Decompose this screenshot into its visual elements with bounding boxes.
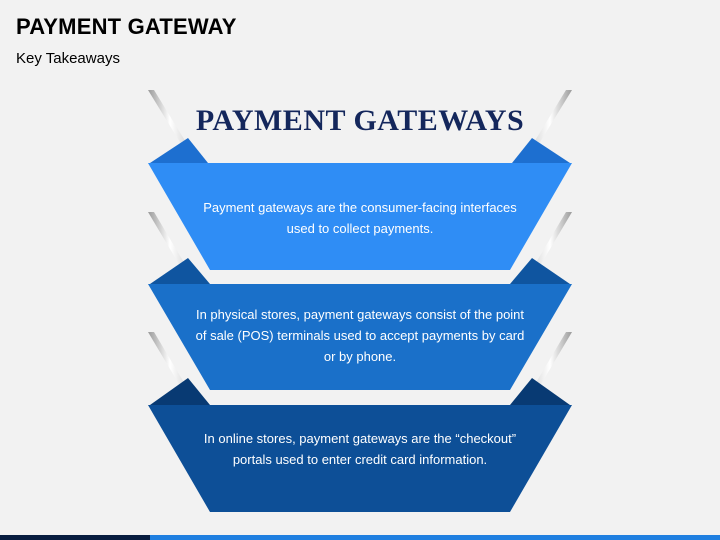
band-3-fold-left xyxy=(148,332,192,396)
band-2-fold-right xyxy=(528,212,572,276)
band-1 xyxy=(148,90,572,270)
band-2-wing-right xyxy=(510,258,570,284)
band-1-text: Payment gateways are the consumer-facing… xyxy=(203,200,517,236)
band-1-wing-left xyxy=(150,138,208,163)
band-2 xyxy=(148,212,572,390)
diagram-heading: PAYMENT GATEWAYS xyxy=(195,104,525,137)
band-2-fold-left xyxy=(148,212,192,276)
band-1-wing-right xyxy=(512,138,570,163)
band-2-text: In physical stores, payment gateways con… xyxy=(195,307,525,364)
band-3-wing-right xyxy=(510,378,570,405)
bottom-accent-bar-light xyxy=(150,535,720,540)
band-3-fold-right xyxy=(528,332,572,396)
band-1-fold-left xyxy=(148,90,192,152)
page-title: PAYMENT GATEWAY xyxy=(16,14,237,39)
page-subtitle: Key Takeaways xyxy=(16,50,120,67)
band-3 xyxy=(148,332,572,512)
band-1-fold-right xyxy=(528,90,572,152)
band-3-shape xyxy=(148,405,572,512)
band-2-shape xyxy=(148,284,572,390)
band-3-text: In online stores, payment gateways are t… xyxy=(203,431,517,467)
bottom-accent-bar-dark xyxy=(0,535,150,540)
band-3-wing-left xyxy=(150,378,210,405)
band-2-wing-left xyxy=(150,258,210,284)
band-1-shape xyxy=(148,163,572,270)
